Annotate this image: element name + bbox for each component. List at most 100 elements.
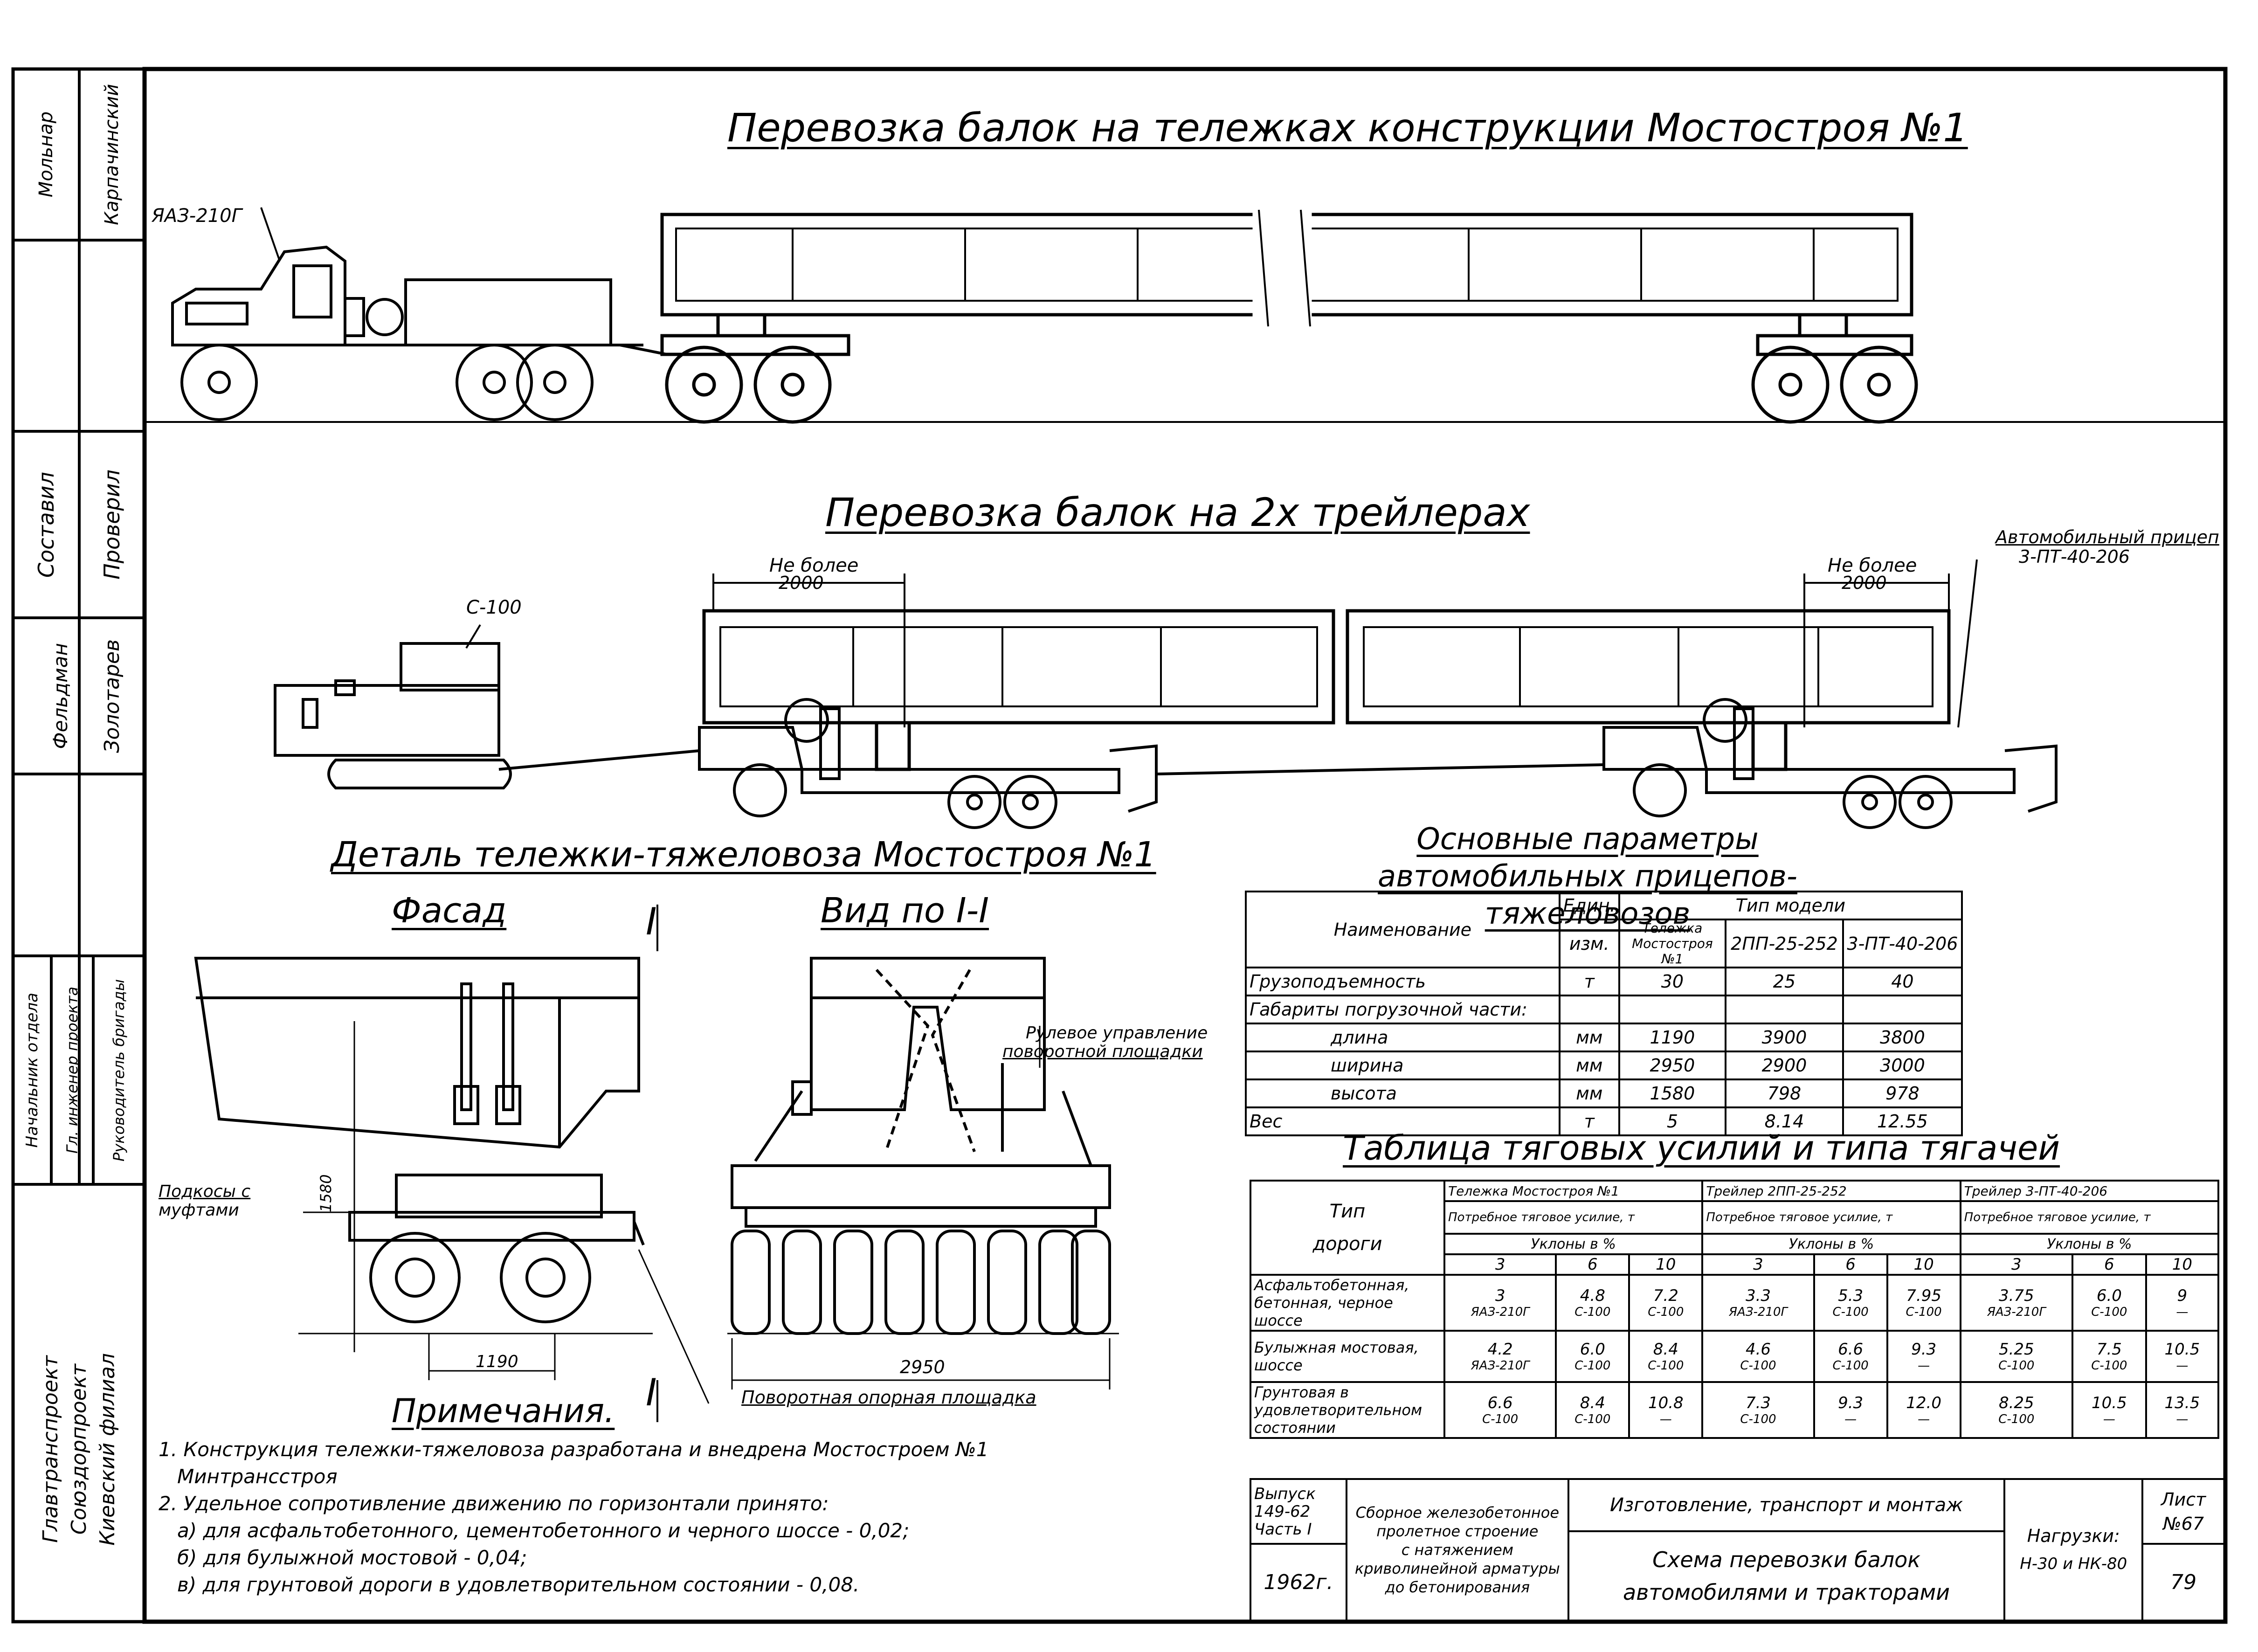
traction-force: 7.3	[1745, 1394, 1771, 1412]
params-table: Наименование Един. Тип модели изм. Тележ…	[1245, 891, 1963, 1136]
traction-force: 8.4	[1580, 1394, 1605, 1412]
dim-2000	[712, 559, 1978, 728]
params-h-unit-2: изм.	[1558, 919, 1620, 968]
tb-load: Нагрузки: Н-30 и НК-80	[2003, 1478, 2144, 1622]
params-cell: 978	[1842, 1078, 1963, 1108]
tb-title-1: Схема перевозки балок	[1652, 1547, 1921, 1572]
traction-force: 7.2	[1653, 1286, 1678, 1305]
traction-force: 4.2	[1487, 1340, 1513, 1359]
params-row-unit: т	[1558, 1106, 1620, 1136]
view-drawing	[727, 957, 1119, 1389]
notes: 1. Конструкция тележки-тяжеловоза разраб…	[159, 1436, 988, 1598]
tb-issue-3: Часть I	[1254, 1520, 1312, 1539]
params-cell	[1618, 995, 1727, 1024]
traction-tractor: —	[1844, 1412, 1857, 1426]
traction-cell: 9—	[2145, 1274, 2220, 1332]
note-2: 2. Удельное сопротивление движению по го…	[159, 1492, 829, 1515]
traction-h-slopes-3: Уклоны в %	[1959, 1233, 2220, 1255]
stamp-zolotarev: Золотарев	[100, 639, 124, 753]
traction-tractor: С-100	[1998, 1359, 2035, 1373]
traction-h-slopes-2: Уклоны в %	[1701, 1233, 1961, 1255]
label-trailer-1: Автомобильный прицеп	[1996, 527, 2219, 547]
traction-cell: 10.8—	[1628, 1381, 1704, 1439]
label-width-dim-1: 1190	[476, 1352, 518, 1371]
params-cell: 2900	[1725, 1051, 1844, 1080]
traction-tractor: —	[2176, 1412, 2189, 1426]
tb-subject: Изготовление, транспорт и монтаж	[1567, 1478, 2006, 1532]
traction-tractor: С-100	[1648, 1305, 1684, 1319]
stamp-gl-inzh: Гл. инженер проекта	[63, 986, 81, 1154]
tb-desc: Сборное железобетонное пролетное строени…	[1345, 1478, 1569, 1622]
params-row-unit: т	[1558, 967, 1620, 996]
traction-tractor: ЯАЗ-210Г	[1471, 1359, 1530, 1373]
tb-desc-5: до бетонирования	[1385, 1578, 1530, 1596]
traction-cell: 10.5—	[2072, 1381, 2147, 1439]
params-row-unit: мм	[1558, 1051, 1620, 1080]
stamp-ruk-brigady: Руководитель бригады	[110, 979, 128, 1161]
traction-cell: 13.5—	[2145, 1381, 2220, 1439]
traction-force: 10.5	[2164, 1340, 2200, 1359]
traction-group-2: Трейлер 2ПП-25-252	[1701, 1180, 1961, 1202]
traction-tractor: ЯАЗ-210Г	[1471, 1305, 1530, 1319]
note-2c: в) для грунтовой дороги в удовлетворител…	[177, 1573, 860, 1596]
params-cell: 25	[1725, 967, 1844, 996]
traction-cell: 9.3—	[1886, 1330, 1961, 1383]
label-rulevoe-2: поворотной площадки	[1002, 1042, 1203, 1061]
traction-tractor: С-100	[1832, 1305, 1869, 1319]
traction-force: 6.0	[1580, 1340, 1605, 1359]
traction-slope: 6	[1813, 1253, 1888, 1276]
traction-road: Булыжная мостовая, шоссе	[1250, 1330, 1445, 1383]
params-model-3: 3-ПТ-40-206	[1842, 919, 1963, 968]
traction-tractor: —	[2176, 1359, 2189, 1373]
traction-force: 5.25	[1998, 1340, 2034, 1359]
heading-top: Перевозка балок на тележках конструкции …	[727, 105, 1968, 151]
traction-tractor: —	[2176, 1305, 2189, 1319]
note-2b: б) для булыжной мостовой - 0,04;	[177, 1546, 527, 1569]
title-block: Выпуск 149-62 Часть I Сборное железобето…	[1250, 1478, 2225, 1622]
params-row-name: ширина	[1245, 1051, 1561, 1080]
traction-force: 4.8	[1580, 1286, 1605, 1305]
traction-slope: 6	[2072, 1253, 2147, 1276]
traction-tractor: С-100	[1740, 1412, 1776, 1426]
traction-tractor: —	[1918, 1412, 1930, 1426]
params-cell: 1190	[1618, 1023, 1727, 1052]
note-2a: а) для асфальтобетонного, цементобетонно…	[177, 1519, 910, 1542]
params-row-unit: мм	[1558, 1023, 1620, 1052]
params-cell: 3800	[1842, 1023, 1963, 1052]
params-cell: 798	[1725, 1078, 1844, 1108]
params-cell: 30	[1618, 967, 1727, 996]
traction-road: Грунтовая в удовлетворительном состоянии	[1250, 1381, 1445, 1439]
traction-force: 6.0	[2096, 1286, 2122, 1305]
params-cell: 8.14	[1725, 1106, 1844, 1136]
heading-detail: Деталь тележки-тяжеловоза Мостостроя №1	[331, 835, 1156, 875]
tb-desc-2: пролетное строение	[1376, 1522, 1539, 1540]
traction-h-type-2: дороги	[1312, 1233, 1382, 1255]
traction-cell: 9.3—	[1813, 1381, 1888, 1439]
params-row-name: Габариты погрузочной части:	[1245, 995, 1561, 1024]
traction-force: 12.0	[1906, 1394, 1941, 1412]
traction-force: 7.5	[2096, 1340, 2122, 1359]
tb-desc-4: криволинейной арматуры	[1354, 1560, 1560, 1577]
tb-load-2: Н-30 и НК-80	[2020, 1555, 2127, 1573]
label-dist-1: 2000	[779, 573, 824, 593]
traction-force: 9	[2177, 1286, 2188, 1305]
org-1: Главтранспроект	[38, 1355, 62, 1543]
label-ne-bolee-1: Не более	[769, 555, 859, 576]
stamp-feldman: Фельдман	[48, 643, 72, 749]
tb-issue-2: 149-62	[1254, 1502, 1311, 1521]
label-truck: ЯАЗ-210Г	[152, 205, 242, 227]
side-stamp: Мольнар Карпачинский Составил Проверил З…	[13, 69, 145, 1622]
section-mark-bottom: I	[646, 1371, 657, 1414]
params-cell	[1725, 995, 1844, 1024]
label-height-dim: 1580	[317, 1174, 335, 1212]
org-2: Союздорпроект	[67, 1363, 91, 1535]
